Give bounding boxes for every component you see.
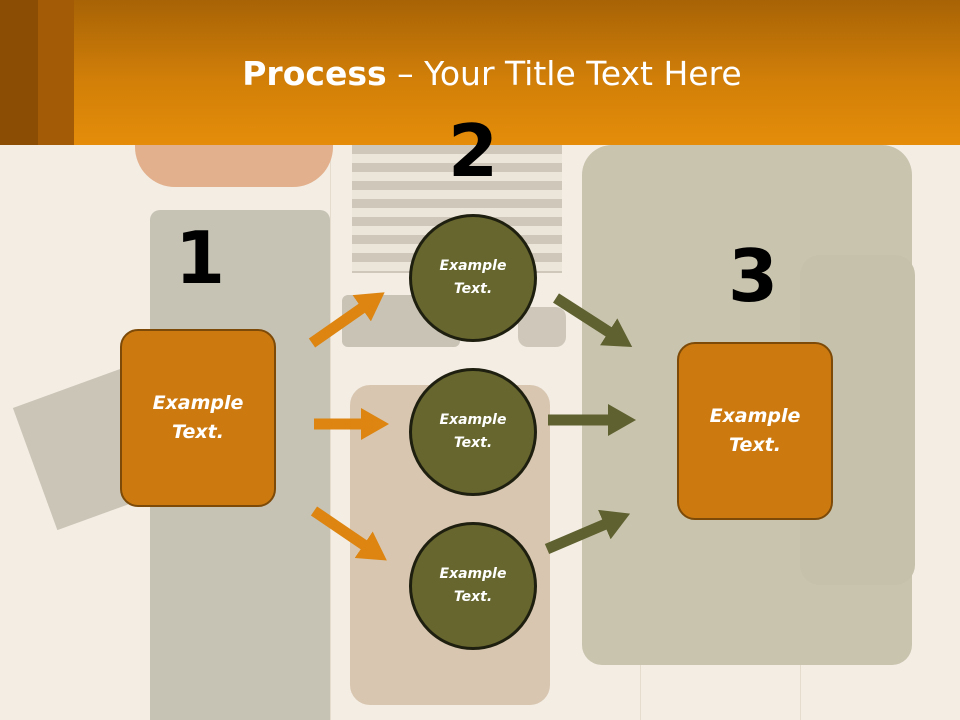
left-step-text: Example Text. — [152, 392, 244, 443]
step-number-1: 1 — [174, 216, 226, 300]
right-step-text: Example Text. — [709, 405, 801, 456]
arrow-bottom-to-right — [544, 509, 631, 555]
step-number-2: 2 — [447, 109, 499, 193]
arrow-top-to-right — [553, 293, 633, 347]
circle-top-text: Example Text. — [439, 258, 507, 297]
circle-top: Example Text. — [409, 214, 537, 342]
header-accent-strip — [38, 0, 74, 145]
step-number-3: 3 — [727, 234, 779, 318]
circle-middle-text: Example Text. — [439, 412, 507, 451]
circle-middle: Example Text. — [409, 368, 537, 496]
left-step-box: Example Text. — [120, 329, 276, 507]
slide-title: Process – Your Title Text Here — [0, 52, 960, 96]
header-accent-strip — [0, 0, 38, 145]
title-bold: Process — [242, 54, 387, 93]
right-step-box: Example Text. — [677, 342, 833, 520]
circle-bottom-text: Example Text. — [439, 566, 507, 605]
arrow-left-to-bottom — [310, 506, 387, 561]
circle-bottom: Example Text. — [409, 522, 537, 650]
header-band: Process – Your Title Text Here — [0, 0, 960, 145]
title-rest: – Your Title Text Here — [386, 54, 742, 93]
arrow-left-to-top — [308, 292, 385, 348]
